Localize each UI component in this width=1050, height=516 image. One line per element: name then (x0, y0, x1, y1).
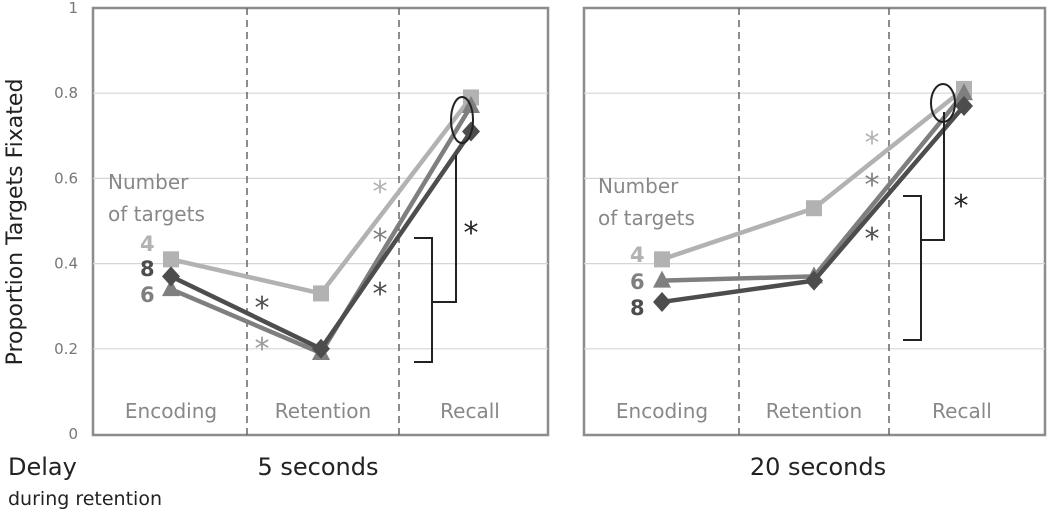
legend-title: Number (598, 174, 679, 198)
legend-label-4: 4 (630, 243, 645, 267)
marker-8 (312, 338, 330, 359)
y-tick-labels: 0 0.2 0.4 0.6 0.8 1 (54, 0, 78, 443)
phase-label-retention: Retention (275, 399, 371, 423)
series-line-6 (170, 104, 473, 356)
legend-label-8: 8 (630, 296, 645, 320)
phase-label-retention: Retention (766, 399, 862, 423)
series-layer (653, 80, 973, 312)
significance-bracket (903, 112, 945, 341)
y-tick-label: 0.6 (54, 169, 78, 187)
asterisk: * (464, 216, 479, 251)
asterisk: * (954, 189, 969, 224)
marker-8 (653, 291, 671, 312)
panel-frame (582, 6, 1047, 437)
legend-title: Number (108, 170, 189, 194)
marker-4 (313, 285, 329, 302)
y-tick-label: 0.4 (54, 255, 78, 273)
series-layer (162, 89, 480, 361)
panel-delay-label-20s: 20 seconds (750, 453, 886, 481)
delay-sublabel: during retention (8, 488, 162, 510)
panel-20-seconds: Encoding Retention Recall Number of targ… (582, 6, 1047, 437)
series-line-8 (170, 130, 473, 352)
marker-6 (653, 270, 671, 288)
recall-ellipse (930, 83, 956, 123)
phase-label-recall: Recall (440, 399, 500, 423)
marker-8 (162, 266, 180, 287)
delay-label: Delay (8, 453, 77, 481)
asterisk: * (373, 175, 388, 210)
marker-6 (162, 279, 180, 297)
phase-label-recall: Recall (932, 399, 992, 423)
y-axis-label: Proportion Targets Fixated (3, 79, 28, 366)
marker-4 (654, 251, 670, 268)
asterisk: * (255, 332, 270, 367)
marker-4 (163, 251, 179, 268)
recall-ellipse (450, 96, 474, 144)
legend-label-6: 6 (140, 283, 155, 307)
series-line-4 (661, 87, 966, 262)
marker-6 (955, 83, 973, 101)
panel-5-seconds: Encoding Retention Recall Number of targ… (91, 6, 550, 437)
phase-label-encoding: Encoding (125, 399, 217, 423)
marker-8 (805, 270, 823, 291)
asterisk: * (865, 126, 880, 161)
significance-bracket (414, 155, 457, 363)
asterisk: * (255, 291, 270, 326)
asterisk: * (865, 168, 880, 203)
asterisk: * (865, 222, 880, 257)
asterisk: * (373, 277, 388, 312)
y-tick-label: 0.8 (54, 84, 78, 102)
y-tick-label: 1 (68, 0, 78, 17)
panel-delay-label-5s: 5 seconds (258, 453, 379, 481)
series-line-6 (661, 91, 966, 283)
legend-label-4: 4 (140, 232, 155, 256)
legend-title: of targets (598, 206, 695, 230)
phase-label-encoding: Encoding (616, 399, 708, 423)
asterisk: * (373, 223, 388, 258)
legend-title: of targets (108, 202, 205, 226)
y-tick-label: 0.2 (54, 340, 78, 358)
marker-4 (806, 200, 822, 217)
legend-label-8: 8 (140, 257, 155, 281)
legend-label-6: 6 (630, 270, 645, 294)
panel-frame (91, 6, 550, 437)
y-tick-label: 0 (68, 425, 78, 443)
marker-8 (955, 95, 973, 116)
